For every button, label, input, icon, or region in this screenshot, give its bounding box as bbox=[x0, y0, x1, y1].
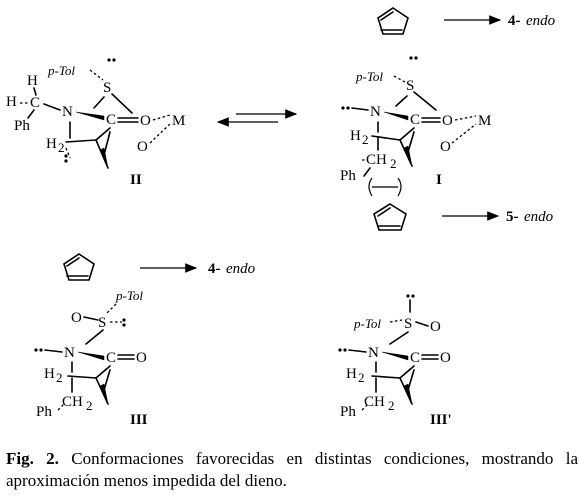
svg-text:O: O bbox=[71, 310, 82, 326]
h2-label: H bbox=[46, 136, 57, 152]
svg-text:O: O bbox=[440, 350, 451, 366]
caption-text: Conformaciones favorecidas en distintas … bbox=[6, 449, 578, 490]
sulfur-label: S bbox=[103, 80, 111, 96]
diene-mid: 5- endo bbox=[373, 203, 554, 231]
svg-text:Ph: Ph bbox=[36, 404, 52, 420]
svg-text:CH: CH bbox=[364, 394, 385, 410]
ptol-label-I: p-Tol bbox=[355, 69, 383, 84]
svg-text:H: H bbox=[346, 366, 357, 382]
svg-text:H: H bbox=[44, 366, 55, 382]
svg-text:2: 2 bbox=[388, 398, 395, 413]
structure-II: p-Tol S N C O O M H H C Ph H 2 bbox=[6, 58, 185, 188]
svg-text:endo: endo bbox=[226, 261, 256, 277]
svg-text:CH: CH bbox=[62, 394, 83, 410]
svg-text:H: H bbox=[350, 128, 361, 144]
equilibrium-arrows bbox=[216, 109, 298, 127]
h-label-2: H bbox=[6, 94, 17, 110]
phenyl-label: Ph bbox=[14, 118, 30, 134]
h-label: H bbox=[27, 73, 38, 89]
svg-text:C: C bbox=[410, 350, 420, 366]
svg-text:4-: 4- bbox=[208, 261, 221, 277]
diene-top: 4- endo bbox=[377, 7, 556, 35]
svg-text:endo: endo bbox=[524, 209, 554, 225]
svg-text:2: 2 bbox=[358, 370, 365, 385]
svg-text:S: S bbox=[404, 316, 412, 332]
svg-text:O: O bbox=[430, 319, 441, 335]
svg-text:p-Tol: p-Tol bbox=[115, 288, 143, 303]
carbon-label: C bbox=[106, 112, 116, 128]
ch-carbon-label: C bbox=[30, 95, 40, 111]
svg-text:2: 2 bbox=[56, 370, 63, 385]
svg-text:2: 2 bbox=[86, 398, 93, 413]
ch2-label-I: CH bbox=[366, 152, 387, 168]
oxygen-label: O bbox=[140, 113, 151, 129]
svg-text:2: 2 bbox=[362, 132, 369, 147]
product-5-label: 5- bbox=[506, 209, 519, 225]
oxygen-label-2: O bbox=[137, 139, 148, 155]
label-II: II bbox=[130, 172, 142, 188]
structure-I: p-Tol S N C O O M H 2 CH 2 Ph I bbox=[340, 56, 491, 197]
svg-text:S: S bbox=[406, 78, 414, 94]
svg-text:N: N bbox=[64, 345, 75, 361]
diene-bottom: 4- endo bbox=[63, 253, 256, 281]
nitrogen-label: N bbox=[62, 104, 73, 120]
svg-text:O: O bbox=[136, 350, 147, 366]
svg-text:2: 2 bbox=[58, 140, 65, 155]
svg-text:C: C bbox=[410, 112, 420, 128]
svg-text:O: O bbox=[442, 113, 453, 129]
figure-label: Fig. 2. bbox=[6, 449, 59, 468]
reaction-scheme: p-Tol S N C O O M H H C Ph H 2 bbox=[6, 7, 556, 428]
label-III: III bbox=[130, 412, 148, 428]
svg-text:N: N bbox=[368, 345, 379, 361]
svg-text:endo: endo bbox=[526, 13, 556, 29]
svg-text:2: 2 bbox=[390, 156, 397, 171]
svg-text:S: S bbox=[98, 315, 106, 331]
phenyl-label-I: Ph bbox=[340, 168, 356, 184]
svg-text:M: M bbox=[478, 113, 491, 129]
svg-text:N: N bbox=[370, 104, 381, 120]
svg-text:C: C bbox=[106, 350, 116, 366]
metal-label: M bbox=[172, 113, 185, 129]
ptol-label: p-Tol bbox=[47, 63, 75, 78]
product-4-label: 4- bbox=[508, 13, 521, 29]
structure-IIIp: p-Tol S O N C O H 2 CH 2 Ph III' bbox=[338, 294, 452, 428]
svg-text:O: O bbox=[440, 139, 451, 155]
svg-text:p-Tol: p-Tol bbox=[353, 316, 381, 331]
figure-caption: Fig. 2. Conformaciones favorecidas en di… bbox=[6, 448, 578, 492]
label-I: I bbox=[436, 172, 442, 188]
structure-III: p-Tol O S N C O H 2 CH 2 Ph III bbox=[34, 288, 148, 428]
label-IIIp: III' bbox=[430, 412, 452, 428]
svg-text:Ph: Ph bbox=[340, 404, 356, 420]
